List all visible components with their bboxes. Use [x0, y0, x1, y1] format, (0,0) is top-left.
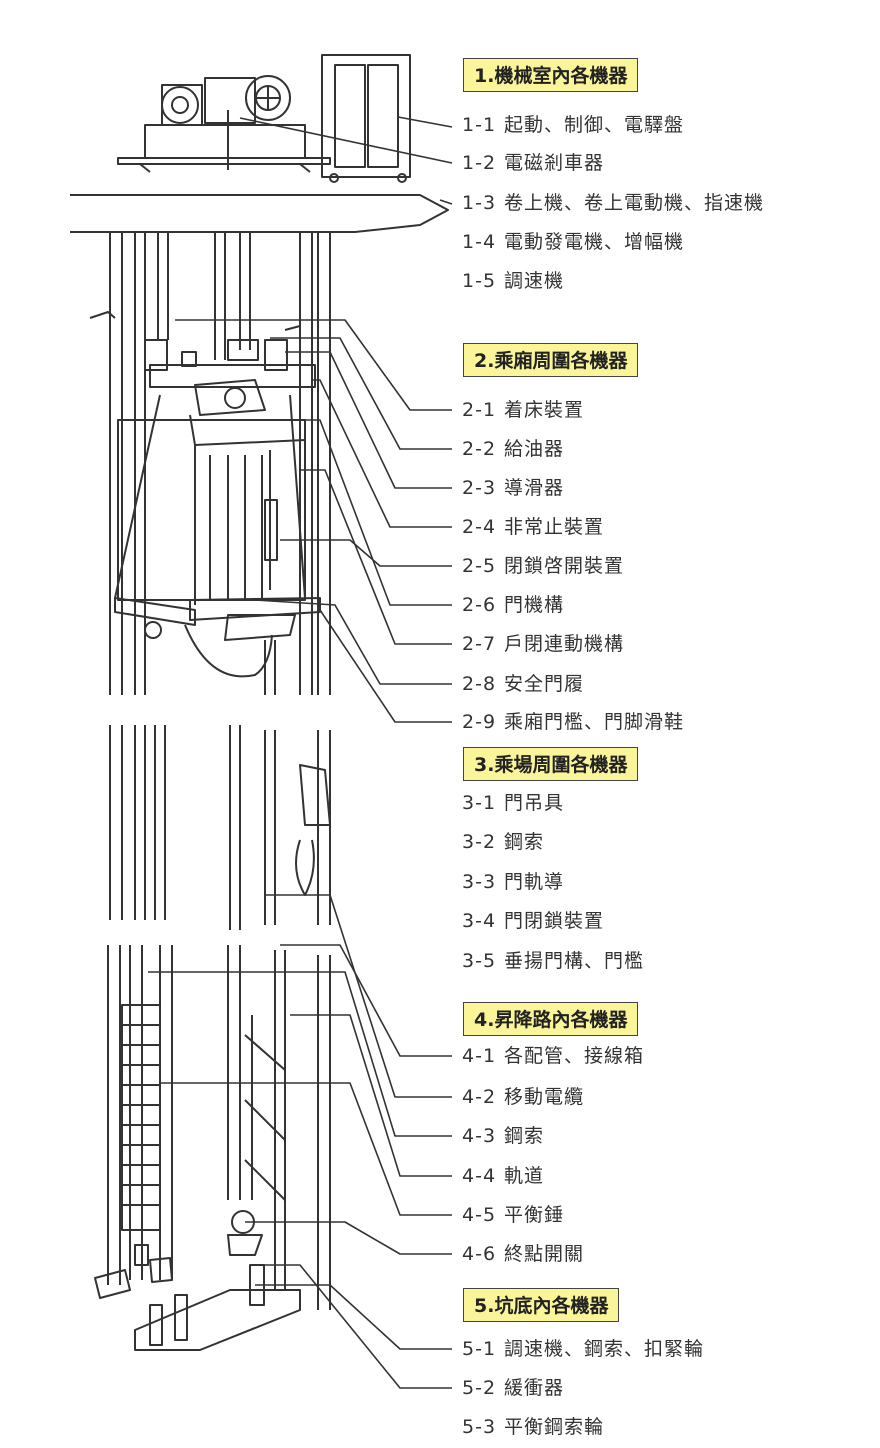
car-crosshead — [144, 339, 316, 416]
section-2-title: 2.乘廂周圍各機器 — [463, 343, 639, 377]
elevator-car — [114, 394, 321, 678]
section-5-title: 5.坑底內各機器 — [463, 1288, 620, 1322]
section-3-title: 3.乘場周圍各機器 — [463, 747, 639, 781]
lower-hoistway — [94, 945, 331, 1351]
section-4-title: 4.昇降路內各機器 — [463, 1002, 639, 1036]
section-1-title: 1.機械室內各機器 — [463, 58, 639, 92]
hoisting-machine — [144, 75, 306, 170]
leader-lines — [148, 116, 453, 1389]
control-cabinet — [321, 54, 411, 183]
landing-door-equipment — [109, 725, 331, 930]
